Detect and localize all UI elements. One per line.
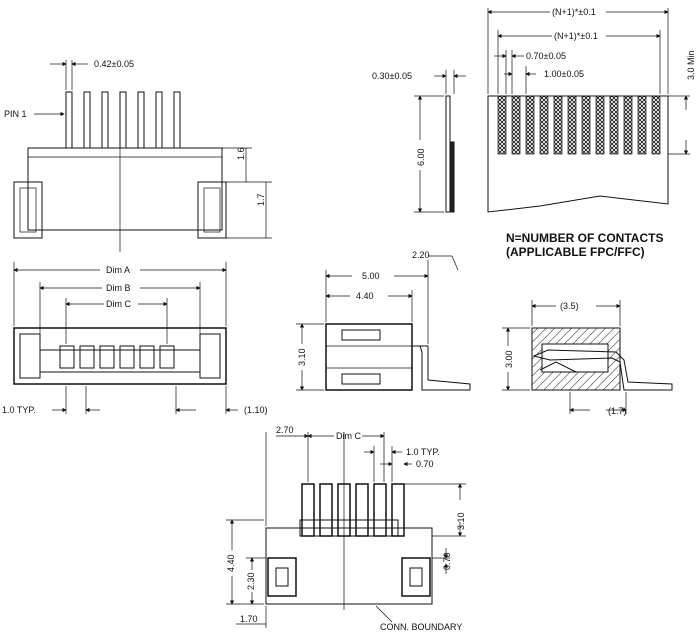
fp-1-70-label: 1.70 (240, 614, 258, 624)
min-length-label: 3.0 Min (686, 50, 696, 80)
dim-b-label: Dim B (106, 283, 131, 293)
section-3-00-label: 3.00 (504, 350, 514, 368)
side-3-10-label: 3.10 (297, 348, 307, 366)
fp-4-40-label: 4.40 (226, 554, 236, 572)
contact-span-label: (N+1)*±0.1 (554, 31, 598, 41)
typ-pitch-label: 1.0 TYP. (2, 405, 36, 415)
section-1-7-label: (1.7) (608, 406, 627, 416)
fp-dim-c-label: Dim C (336, 431, 361, 441)
height-1-6-label: 1.6 (236, 147, 246, 160)
mount-pad-right (401, 557, 431, 597)
fpc-thickness-label: 0.30±0.05 (372, 71, 412, 81)
pin1-label: PIN 1 (4, 109, 27, 119)
section-3-5-label: (3.5) (560, 301, 579, 311)
pcb-footprint: 2.70 Dim C 1.0 TYP. 0.70 3.10 0.70 4.40 … (226, 425, 466, 632)
overall-width-label: (N+1)*±0.1 (552, 7, 596, 17)
side-view: 2.20 5.00 4.40 3.10 (296, 250, 471, 391)
fp-2-70-label: 2.70 (276, 425, 294, 435)
dim-a-label: Dim A (106, 265, 130, 275)
front-view-pins: 0.42±0.05 PIN 1 1.6 1.7 (4, 59, 272, 252)
height-1-7-label: 1.7 (256, 193, 266, 206)
section-view: (3.5) 3.00 (1.7) (502, 300, 673, 416)
fp-3-10-label: 3.10 (456, 512, 466, 530)
ref-1-10-label: (1.10) (244, 405, 268, 415)
side-5-00-label: 5.00 (362, 271, 380, 281)
contact-pitch-label: 1.00±0.05 (544, 69, 584, 79)
side-2-20-label: 2.20 (412, 250, 430, 260)
conn-boundary-label: CONN. BOUNDARY (380, 622, 462, 632)
contacts-note-line1: N=NUMBER OF CONTACTS (506, 231, 663, 245)
fpc-length-label: 6.00 (416, 148, 426, 166)
top-view-dims: Dim A Dim B Dim C 1.0 TYP. (1.10) (2, 262, 268, 415)
pin-row (65, 91, 181, 149)
fpc-contacts (497, 95, 661, 155)
fp-typ-label: 1.0 TYP. (406, 447, 440, 457)
fp-0-70-label: 0.70 (416, 459, 434, 469)
dim-c-label: Dim C (106, 299, 131, 309)
fpc-spec: (N+1)*±0.1 (N+1)*±0.1 0.70±0.05 1.00±0.0… (372, 7, 696, 259)
fp-2-30-label: 2.30 (246, 572, 256, 590)
contact-width-label: 0.70±0.05 (526, 51, 566, 61)
contacts-note-line2: (APPLICABLE FPC/FFC) (506, 245, 645, 259)
fp-0-70b-label: 0.70 (442, 552, 452, 570)
pin-pitch-label: 0.42±0.05 (94, 59, 134, 69)
side-4-40-label: 4.40 (356, 291, 374, 301)
mount-pad-left (267, 557, 297, 597)
contact-slots (59, 345, 175, 369)
